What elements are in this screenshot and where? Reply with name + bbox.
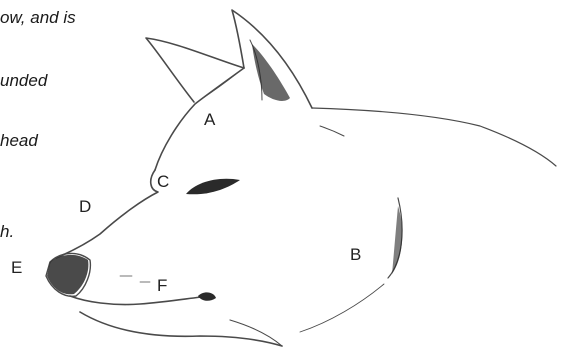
cheek-shading [392,206,402,274]
chin-outline [80,312,282,346]
mouth-corner [198,292,216,300]
eye [186,179,240,195]
label-d: D [79,197,91,217]
lip-line [70,296,210,305]
label-b: B [350,245,361,265]
throat-line [300,284,384,332]
forehead-outline [155,68,244,170]
stop-outline [56,170,158,258]
back-of-head [312,108,556,166]
jaw-line [230,320,282,346]
cheek-line [320,126,344,136]
label-e: E [11,258,22,278]
label-a: A [204,110,215,130]
label-c: C [157,172,169,192]
ear-inner-shading [252,44,290,101]
left-ear-outline [146,38,244,102]
muzzle-marks [120,276,150,282]
label-f: F [157,276,167,296]
